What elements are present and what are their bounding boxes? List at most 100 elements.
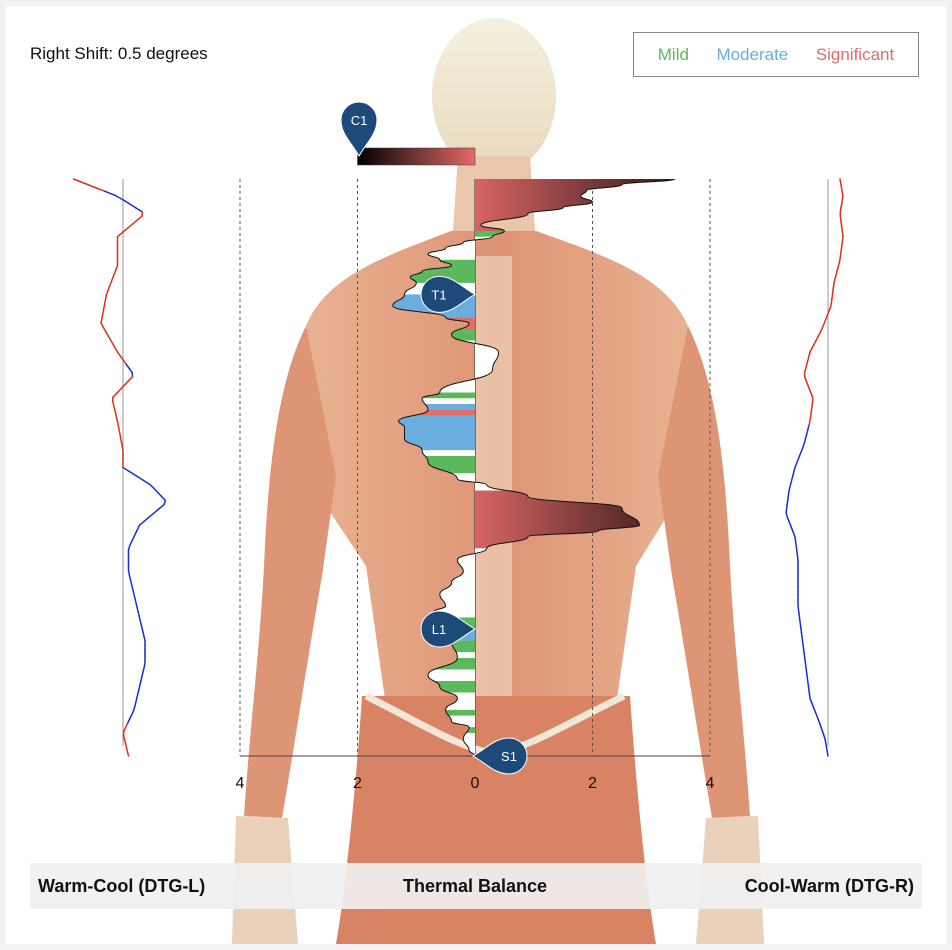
dtg-right-segment <box>815 334 820 341</box>
dtg-left-segment <box>128 470 137 477</box>
dtg-left-segment <box>136 524 141 531</box>
x-axis-ticks: 4 2 0 2 4 <box>236 775 715 792</box>
dtg-left-segment <box>127 376 134 382</box>
cervical-bar-rect <box>357 147 476 166</box>
dtg-right-segment <box>826 751 829 757</box>
thermal-balance-label: Thermal Balance <box>402 875 548 896</box>
dtg-right-segment <box>811 343 816 349</box>
marker-pin <box>420 610 477 648</box>
dtg-left-segment <box>114 194 124 201</box>
dtg-right-segment <box>817 330 822 337</box>
dtg-left-segment <box>128 367 133 374</box>
dtg-left-segment <box>141 479 150 485</box>
dtg-left-segment <box>119 384 126 390</box>
dtg-left-segment <box>115 388 122 395</box>
dtg-left-segment <box>130 709 135 716</box>
warm-cool-label: Warm-Cool (DTG-L) <box>38 875 206 896</box>
dtg-left-segment <box>132 532 137 539</box>
dtg-left-segment <box>126 718 131 724</box>
legend-mild[interactable]: Mild <box>657 44 689 64</box>
cool-warm-label: Cool-Warm (DTG-R) <box>744 875 914 896</box>
dtg-right-segment <box>809 347 813 353</box>
dtg-left-plot <box>72 178 167 757</box>
dtg-left-segment <box>135 474 144 481</box>
dtg-left-segment <box>119 355 125 362</box>
severity-legend: Mild Moderate Significant <box>633 32 919 77</box>
dtg-left-segment <box>128 202 137 209</box>
anatomy-illustration <box>232 18 764 944</box>
marker-t1[interactable]: T1 <box>420 275 477 313</box>
marker-pin <box>420 275 477 313</box>
dtg-left-segment <box>93 186 106 193</box>
dtg-left-segment <box>114 347 119 353</box>
tick-label: 0 <box>471 775 480 792</box>
dtg-left-segment <box>128 714 133 720</box>
tick-label: 4 <box>236 775 245 792</box>
dtg-left-segment <box>158 503 165 510</box>
dtg-left-segment <box>116 231 124 238</box>
legend-moderate[interactable]: Moderate <box>716 44 789 64</box>
dtg-left-segment <box>107 334 112 341</box>
dtg-left-segment <box>112 392 118 399</box>
dtg-left-segment <box>125 722 129 728</box>
dtg-left-segment <box>104 330 109 337</box>
marker-s1[interactable]: S1 <box>471 737 528 775</box>
tick-label: 2 <box>353 775 362 792</box>
marker-label: L1 <box>432 622 446 637</box>
marker-l1[interactable]: L1 <box>420 610 477 648</box>
dtg-left-segment <box>126 223 133 230</box>
dtg-left-segment <box>134 528 139 535</box>
legend-significant[interactable]: Significant <box>815 44 895 64</box>
dtg-left-segment <box>126 751 130 757</box>
dtg-left-segment <box>116 351 122 357</box>
dtg-right-segment <box>813 338 818 345</box>
marker-label: S1 <box>501 749 517 764</box>
dtg-left-segment <box>148 512 155 518</box>
dtg-left-segment <box>112 343 116 349</box>
dtg-left-segment <box>135 207 144 213</box>
dtg-left-segment <box>136 215 143 221</box>
band-mild <box>392 727 675 733</box>
dtg-left-segment <box>125 363 131 370</box>
dtg-left-segment <box>100 322 105 329</box>
marker-c1[interactable]: C1 <box>340 101 378 158</box>
band-mild <box>392 709 675 716</box>
dtg-left-segment <box>123 726 127 733</box>
dtg-left-segment <box>138 520 146 526</box>
dtg-left-segment <box>156 491 163 498</box>
dtg-left-segment <box>130 536 135 543</box>
thermal-profile <box>392 179 675 756</box>
dtg-left-segment <box>72 178 85 184</box>
profile-fill <box>392 179 675 756</box>
dtg-left-segment <box>121 227 129 234</box>
dtg-left-segment <box>122 466 131 473</box>
dtg-left-segment <box>102 326 107 333</box>
dtg-left-segment <box>83 182 96 188</box>
tick-label: 4 <box>706 775 715 792</box>
dtg-left-segment <box>143 516 151 522</box>
dtg-left-segment <box>148 483 155 489</box>
right-shift-label: Right Shift: 0.5 degrees <box>30 44 208 63</box>
dtg-left-segment <box>153 507 160 514</box>
dtg-left-segment <box>104 190 117 197</box>
dtg-left-segment <box>109 338 114 345</box>
dtg-left-segment <box>121 198 131 205</box>
dtg-left-segment <box>131 219 138 226</box>
band-mild <box>392 680 675 693</box>
marker-label: C1 <box>351 113 368 128</box>
cervical-bar <box>357 147 476 166</box>
dtg-left-segment <box>160 495 167 502</box>
tick-label: 2 <box>588 775 597 792</box>
marker-label: T1 <box>431 287 446 302</box>
band-mild <box>392 657 675 670</box>
dtg-left-segment <box>123 380 130 386</box>
dtg-right-plot <box>785 178 844 757</box>
dtg-left-segment <box>152 487 159 493</box>
dtg-right-segment <box>819 326 824 333</box>
marker-pin <box>471 737 528 775</box>
marker-pin <box>340 101 378 158</box>
dtg-left-segment <box>122 359 128 366</box>
